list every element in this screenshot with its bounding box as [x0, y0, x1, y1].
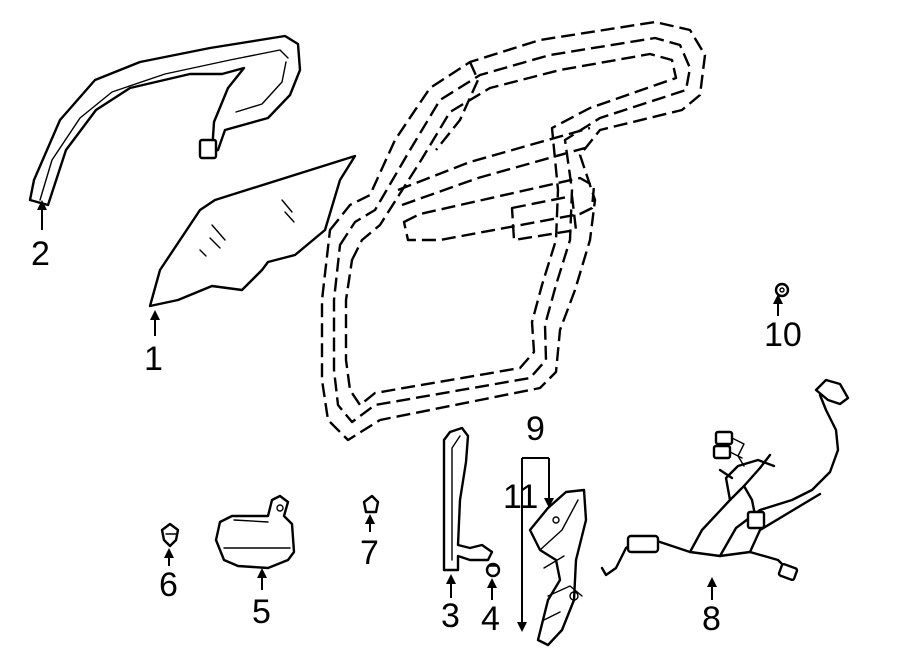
callout-5: 5 — [252, 593, 271, 631]
callout-8: 8 — [702, 600, 721, 638]
callout-10: 10 — [764, 316, 802, 354]
callout-7: 7 — [360, 534, 379, 572]
callout-labels: 1 2 3 4 5 6 7 8 9 10 11 — [31, 235, 802, 638]
callout-4: 4 — [481, 600, 500, 638]
part-wiring-harness — [600, 378, 850, 582]
part-fastener-7 — [362, 494, 380, 514]
callout-2: 2 — [31, 235, 50, 273]
part-glass-channel — [442, 426, 494, 572]
callout-3: 3 — [441, 597, 460, 635]
part-door-glass — [148, 154, 357, 308]
callout-1: 1 — [144, 340, 163, 378]
part-window-regulator — [528, 488, 588, 647]
door-shell-outline — [320, 20, 707, 442]
part-run-channel — [28, 34, 302, 207]
callout-9: 9 — [526, 410, 545, 448]
leader-lines — [37, 200, 783, 632]
part-window-motor — [214, 494, 296, 570]
part-clip-6 — [160, 522, 180, 548]
callout-6: 6 — [159, 566, 178, 604]
callout-11: 11 — [503, 478, 538, 516]
part-nut-4 — [485, 562, 501, 578]
part-nut-10 — [774, 282, 790, 298]
